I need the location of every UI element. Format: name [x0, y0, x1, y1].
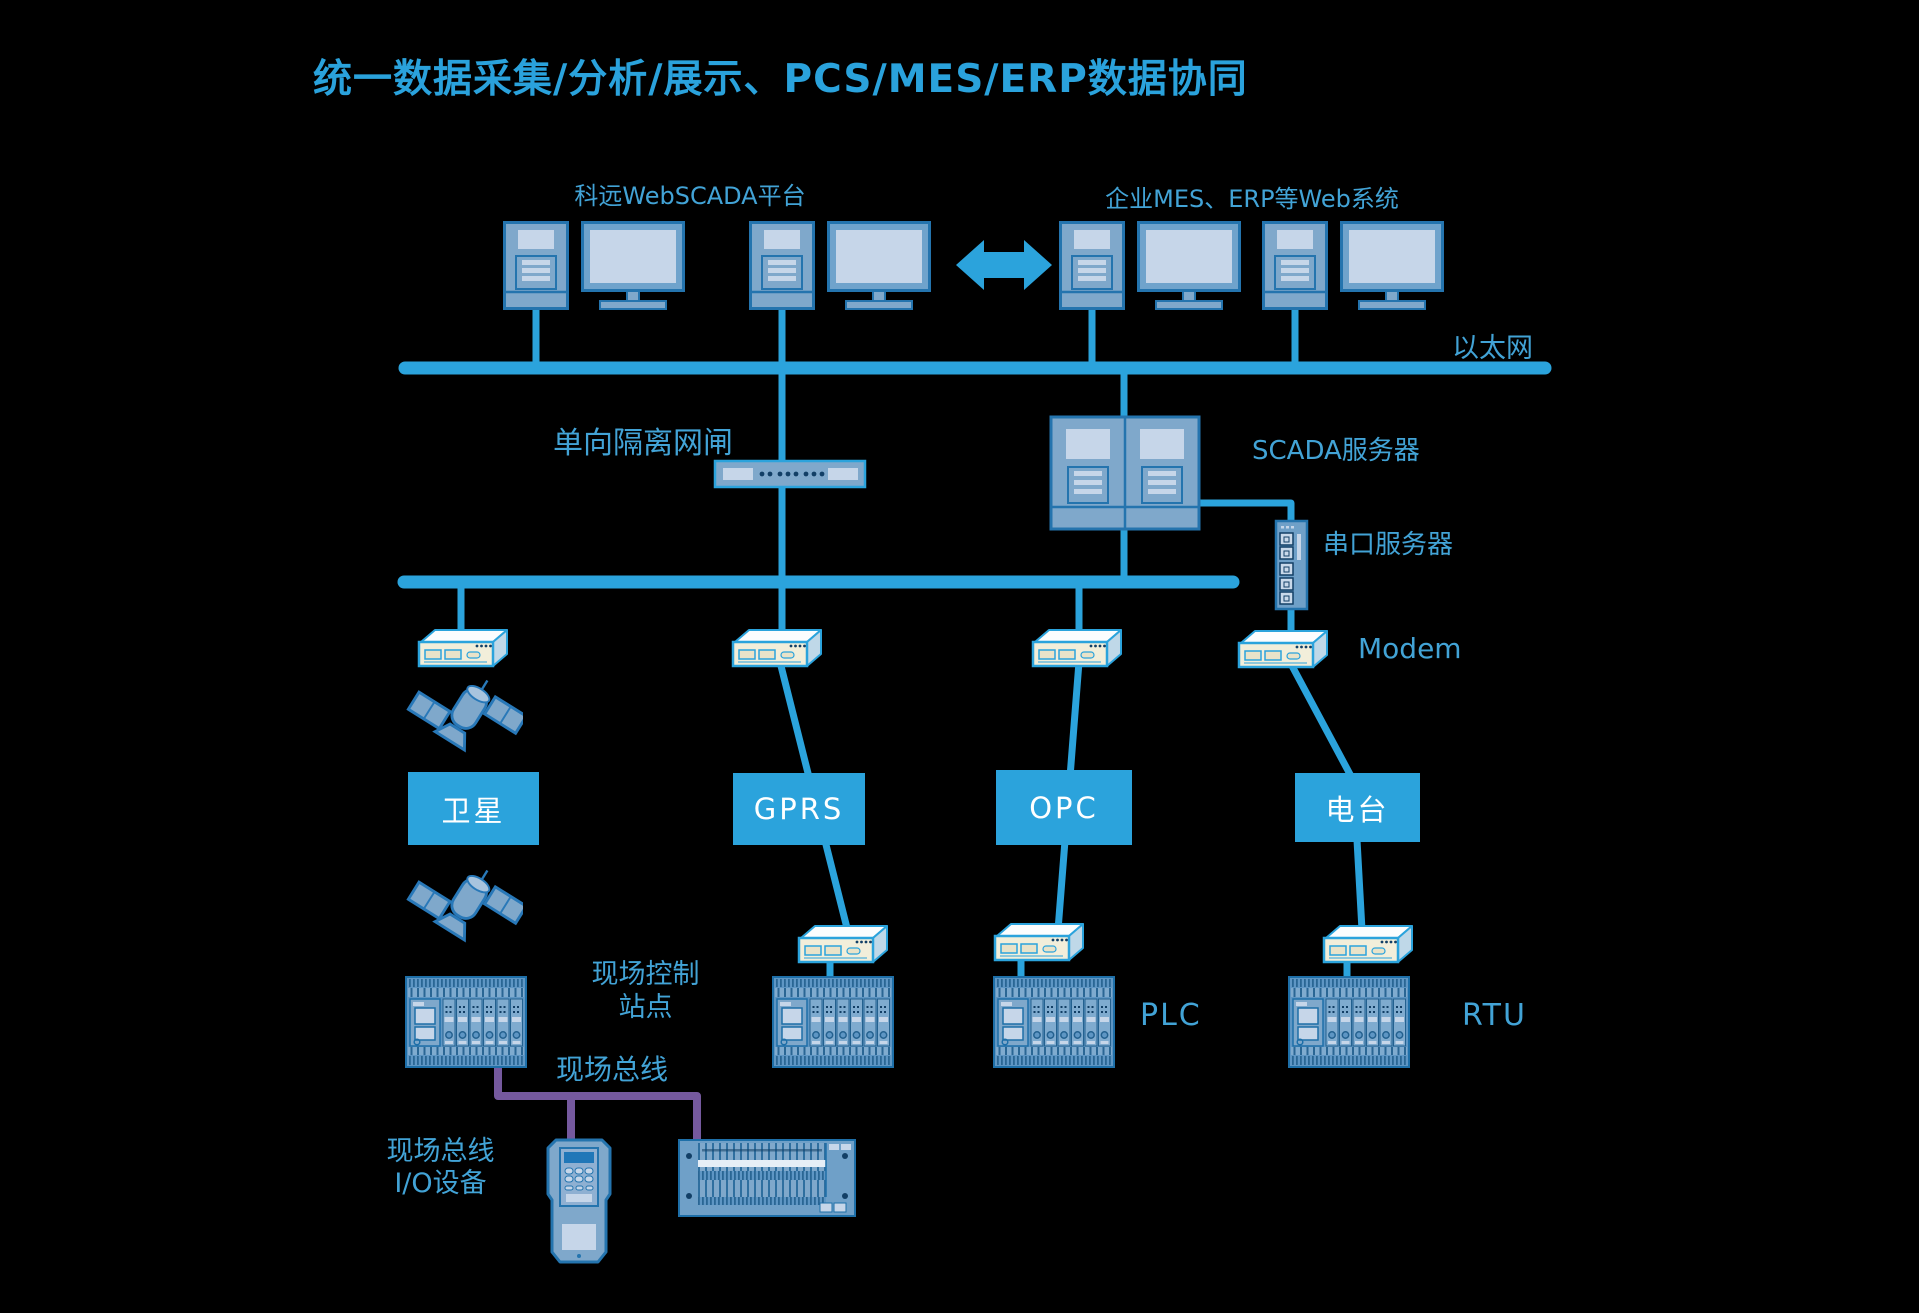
vfd-device	[546, 1138, 612, 1264]
workstation-icon	[1059, 221, 1241, 311]
field-station-label: 现场控制 站点	[558, 958, 733, 1024]
plc-label: PLC	[1140, 998, 1202, 1033]
radio-box: 电台	[1295, 773, 1420, 842]
modem-icon	[1237, 629, 1329, 669]
satellite-icon	[405, 670, 523, 766]
fieldbus-io-label: 现场总线 I/O设备	[358, 1136, 523, 1200]
serial-server-label: 串口服务器	[1323, 530, 1454, 560]
double-arrow-icon	[956, 240, 1052, 290]
modem-label: Modem	[1358, 632, 1462, 665]
gprs-plc-rack	[773, 977, 893, 1067]
field-station-rack	[406, 977, 526, 1067]
field-station-label-line2: 站点	[618, 992, 673, 1023]
gateway-label: 单向隔离网闸	[553, 426, 733, 461]
rtu-rack	[1289, 977, 1409, 1067]
field-station-label-line1: 现场控制	[591, 959, 700, 990]
rtu-label: RTU	[1462, 998, 1527, 1033]
io-rack-device	[678, 1139, 856, 1217]
satellite-box: 卫星	[408, 772, 539, 845]
fieldbus-label: 现场总线	[556, 1053, 669, 1086]
satellite-box-label: 卫星	[441, 793, 506, 828]
opc-box-label: OPC	[1029, 790, 1099, 825]
radio-rtu-link	[1353, 836, 1366, 934]
fieldbus-io-label-line1: 现场总线	[386, 1136, 495, 1167]
fieldbus-lines	[494, 1060, 701, 1150]
ethernet-label: 以太网	[1452, 333, 1533, 364]
workstation-icon	[1262, 221, 1444, 311]
webscada-group-label: 科远WebSCADA平台	[574, 182, 806, 210]
gprs-box: GPRS	[733, 773, 865, 845]
opc-box: OPC	[996, 770, 1132, 845]
satellite-icon	[405, 860, 523, 956]
scada-server-device	[1049, 415, 1201, 531]
page-title: 统一数据采集/分析/展示、PCS/MES/ERP数据协同	[313, 57, 1248, 102]
hub-icon	[1031, 628, 1123, 668]
workstation-icon	[749, 221, 931, 311]
field-modem-icon	[797, 924, 889, 964]
hub-icon	[417, 628, 509, 668]
hub-icon	[731, 628, 823, 668]
serial-server-device	[1274, 519, 1309, 611]
workstation-icon	[503, 221, 685, 311]
gateway-device	[713, 459, 867, 489]
gprs-box-label: GPRS	[753, 792, 845, 826]
mes-group-label: 企业MES、ERP等Web系统	[1105, 185, 1399, 213]
modem-radio-link	[1287, 660, 1356, 782]
field-modem-icon	[1322, 924, 1414, 964]
field-modem-icon	[993, 922, 1085, 962]
fieldbus-io-label-line2: I/O设备	[394, 1168, 487, 1199]
radio-box-label: 电台	[1325, 792, 1390, 827]
opc-plc-rack	[994, 977, 1114, 1067]
scada-server-label: SCADA服务器	[1252, 436, 1420, 466]
